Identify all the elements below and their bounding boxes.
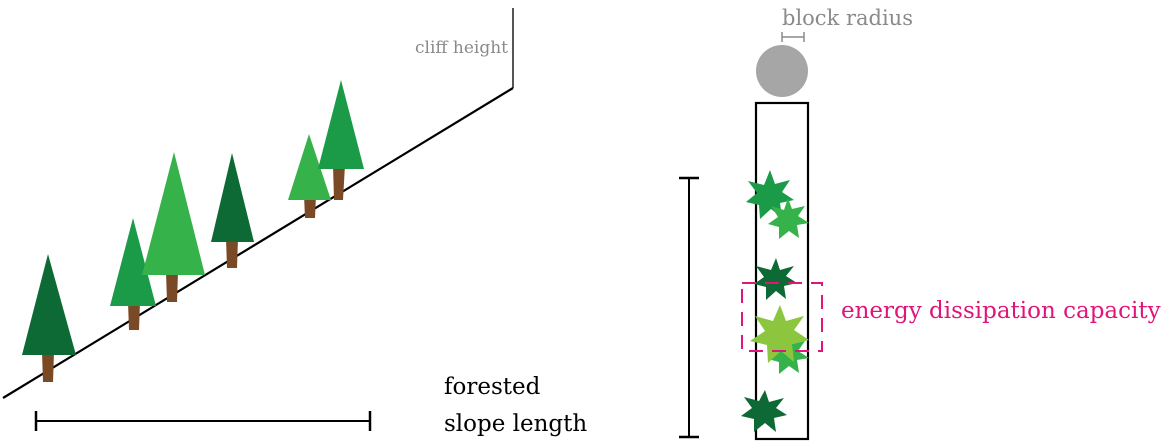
tree-star [741,390,787,432]
tree-trunk [304,195,316,218]
tree-canopy [288,134,331,200]
tree-trunk [166,272,178,302]
tree [110,218,156,330]
tree-canopy [142,152,205,275]
tree [318,80,364,200]
tree [211,153,254,268]
tree [22,254,76,382]
tree-star [754,258,797,300]
tree [142,152,205,302]
block-radius-label: block radius [782,6,913,30]
slope-length-bar [34,411,372,431]
tree-trunk [128,302,140,330]
tree-canopy [110,218,156,306]
slope-length-label: slope length [444,411,587,437]
tree [288,134,331,218]
tree-star [746,170,794,219]
energy-dissipation-label: energy dissipation capacity [841,298,1161,324]
tree-trunk [226,238,238,268]
column-outline [754,101,810,441]
forested-label: forested [444,374,541,400]
energy-dissipation-box [741,282,823,352]
rock-block [756,45,808,97]
column-height-bar [679,176,699,439]
block-radius-bracket [781,32,805,42]
column-panel: block radius energy dissipation capacity [679,6,1161,441]
slope-line [2,87,514,399]
tree-canopy [211,153,254,242]
tree-canopy [22,254,76,355]
slope-panel: cliff height [2,8,587,437]
tree-canopy [318,80,364,169]
tree-star [768,198,809,239]
tree-trunk [333,165,345,200]
tree-star [750,305,809,363]
tree-trunk [42,352,54,382]
cliff-height-label: cliff height [415,38,508,58]
